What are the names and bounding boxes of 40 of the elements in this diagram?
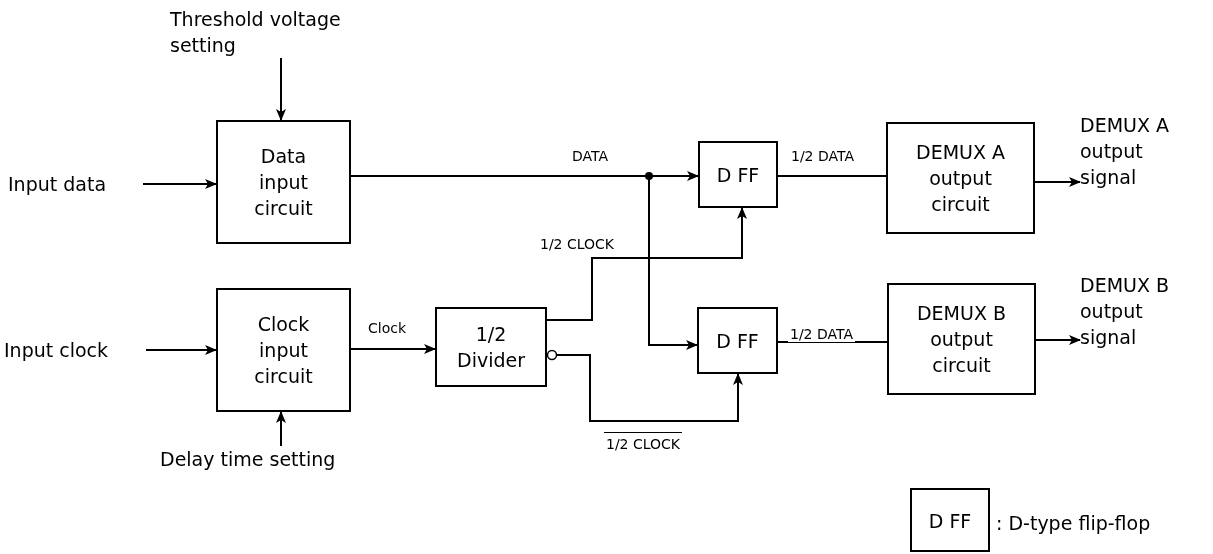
block-title: D FF	[716, 162, 760, 188]
connector-line	[777, 341, 888, 343]
legend-description: : D-type flip-flop	[996, 511, 1151, 536]
arrow	[546, 207, 747, 321]
signal-label: DEMUX B output signal	[1080, 272, 1190, 350]
block-title: Data input circuit	[253, 144, 314, 221]
block-title: DEMUX B output circuit	[916, 301, 1007, 378]
edge-label: DATA	[570, 148, 611, 164]
block-box	[216, 288, 351, 412]
arrow	[1035, 335, 1081, 345]
signal-label: DEMUX A output signal	[1080, 112, 1190, 190]
block-box	[698, 141, 778, 208]
signal-label: Delay time setting	[160, 446, 360, 472]
block-box	[910, 488, 990, 552]
edge-label: 1/2 DATA	[789, 148, 857, 164]
arrow	[350, 344, 436, 354]
signal-label: Threshold voltage setting	[170, 6, 370, 58]
block-title: D FF	[716, 328, 759, 354]
block-title: DEMUX A output circuit	[915, 140, 1006, 217]
arrow	[546, 349, 743, 422]
edge-label: 1/2 CLOCK	[604, 432, 683, 452]
block-box	[435, 307, 547, 387]
arrow	[276, 57, 286, 121]
block-title: Clock input circuit	[253, 312, 314, 389]
block-box	[886, 122, 1035, 234]
edge-label: Clock	[366, 320, 409, 336]
block-title: D FF	[928, 509, 972, 534]
arrow	[1034, 177, 1081, 187]
block-box	[697, 307, 778, 374]
block-title: 1/2 Divider	[456, 322, 526, 373]
arrow	[145, 345, 217, 355]
block-box	[216, 120, 351, 244]
arrow	[276, 411, 286, 447]
arrow	[142, 179, 217, 189]
edge-label: 1/2 CLOCK	[538, 236, 617, 252]
signal-label: Input data	[8, 171, 143, 197]
signal-label: Input clock	[4, 337, 146, 363]
connector-line	[777, 175, 887, 177]
block-box	[887, 283, 1036, 395]
edge-label: 1/2 DATA	[788, 326, 856, 342]
